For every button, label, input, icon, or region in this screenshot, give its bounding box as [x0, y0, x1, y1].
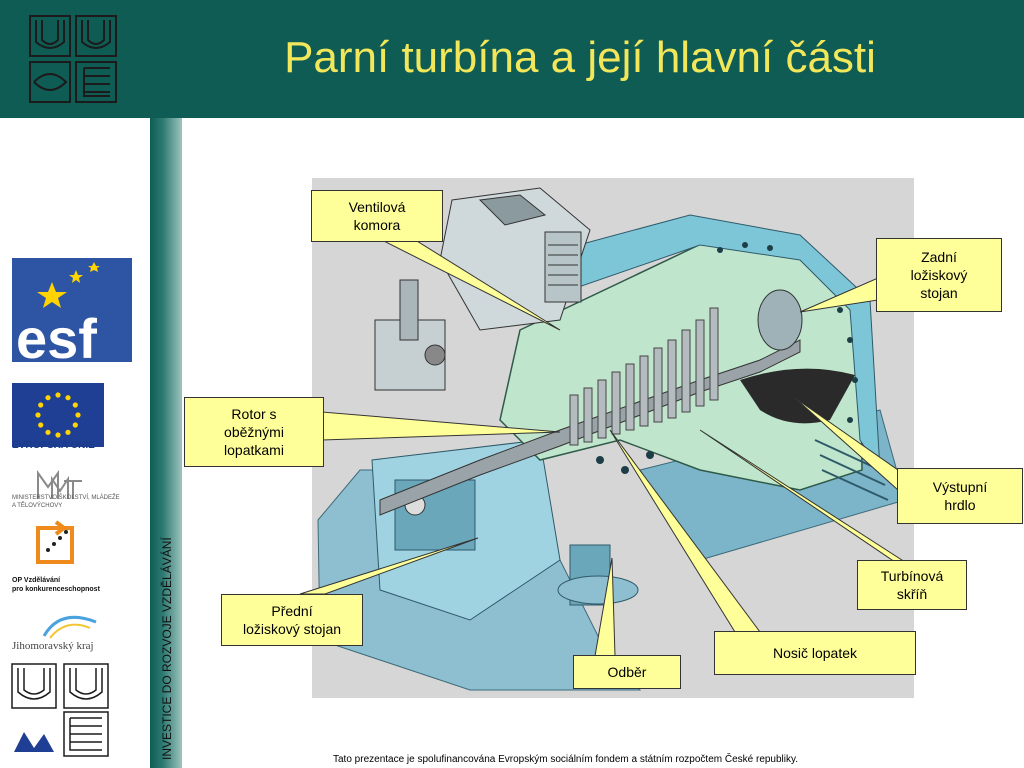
- eu-star: [65, 429, 71, 435]
- label-vystupni-line1: Výstupní: [932, 479, 988, 495]
- esf-logo-text: esf: [16, 307, 97, 362]
- op-label-line2: pro konkurenceschopnost: [12, 586, 100, 593]
- label-ventilova-line2: komora: [353, 217, 401, 233]
- label-turbinova-line1: Turbínová: [880, 568, 944, 584]
- label-predni-loziskovy-stojan: Přední ložiskový stojan: [221, 594, 363, 646]
- label-odber-text: Odběr: [607, 664, 647, 680]
- op-label: OP Vzdělávání pro konkurenceschopnost: [12, 576, 100, 594]
- label-vystupni-hrdlo: Výstupní hrdlo: [897, 468, 1023, 524]
- label-odber: Odběr: [573, 655, 681, 689]
- eu-star: [45, 395, 51, 401]
- label-zadni-line3: stojan: [920, 285, 958, 301]
- label-nosic-text: Nosič lopatek: [772, 645, 858, 661]
- label-zadni-line2: ložiskový: [910, 267, 968, 283]
- footer-text: Tato prezentace je spolufinancována Evro…: [333, 754, 799, 765]
- jmk-label: Jihomoravský kraj: [12, 640, 94, 652]
- rotor-blades: [569, 307, 719, 446]
- jmk-logo-icon: [42, 615, 97, 639]
- msmt-label: MINISTERSTVO ŠKOLSTVÍ, MLÁDEŽE A TĚLOVÝC…: [12, 495, 120, 509]
- header-bar: [0, 0, 1024, 118]
- label-turbinova-line2: skříň: [896, 586, 928, 602]
- eu-star: [75, 412, 81, 418]
- label-vystupni-line2: hrdlo: [944, 497, 976, 513]
- op-logo-icon: [36, 520, 74, 564]
- op-label-line1: OP Vzdělávání: [12, 577, 61, 584]
- eu-star: [55, 392, 61, 398]
- eu-star: [38, 402, 44, 408]
- page-title: Parní turbína a její hlavní části: [284, 33, 876, 82]
- label-predni-line1: Přední: [271, 603, 313, 619]
- eu-star: [65, 395, 71, 401]
- label-ventilova-line1: Ventilová: [348, 199, 406, 215]
- label-zadni-loziskovy-stojan: Zadní ložiskový stojan: [876, 238, 1002, 312]
- eu-star: [55, 432, 61, 438]
- label-zadni-line1: Zadní: [921, 249, 957, 265]
- eu-star: [45, 429, 51, 435]
- eu-star: [72, 422, 78, 428]
- eu-flag-icon: [12, 383, 104, 447]
- eu-star: [35, 412, 41, 418]
- eu-star: [38, 422, 44, 428]
- rear-bearing: [757, 289, 803, 351]
- label-rotor-line3: lopatkami: [224, 442, 284, 458]
- outer-shell: [559, 214, 881, 472]
- eu-star: [72, 402, 78, 408]
- esf-logo-icon: esf: [12, 258, 132, 362]
- eu-label: EVROPSKÁ UNIE: [12, 440, 95, 451]
- vut-logo-icon: [24, 10, 122, 108]
- sidebar-bar: [150, 118, 182, 768]
- label-turbinova-skrin: Turbínová skříň: [857, 560, 967, 610]
- label-ventilova-komora: Ventilová komora: [311, 190, 443, 242]
- label-rotor-line2: oběžnými: [224, 424, 284, 440]
- msmt-logo-icon: [37, 469, 82, 499]
- label-predni-line2: ložiskový stojan: [242, 621, 342, 637]
- label-rotor-line1: Rotor s: [231, 406, 277, 422]
- exhaust-hood: [740, 368, 855, 424]
- label-nosic-lopatek: Nosič lopatek: [714, 631, 916, 675]
- label-rotor: Rotor s oběžnými lopatkami: [184, 397, 324, 467]
- vut-fsi-logo-icon: [11, 663, 109, 757]
